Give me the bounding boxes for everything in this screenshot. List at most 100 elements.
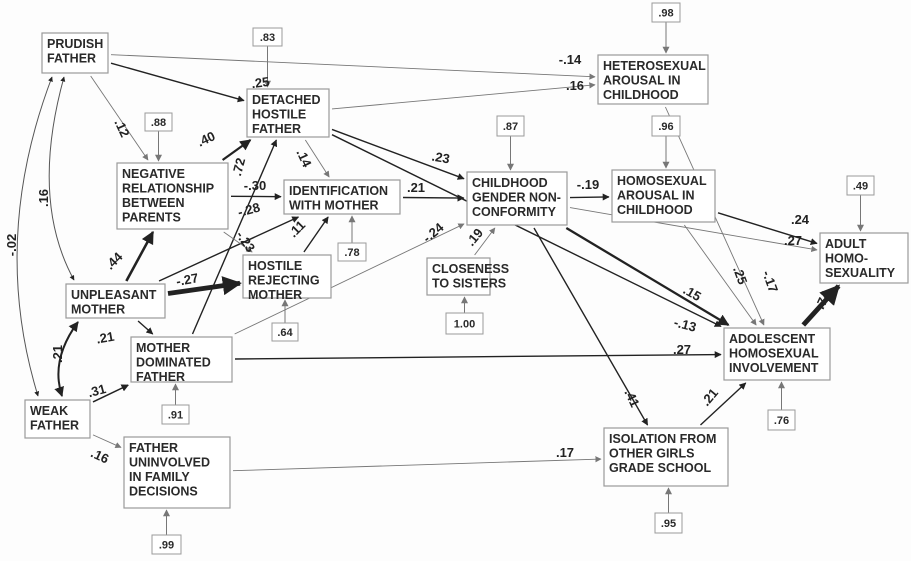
path-coefficient: .41: [621, 387, 642, 410]
path-arrow-detached-to-gnc: [331, 128, 465, 180]
correlation-coefficient: -.02: [4, 234, 19, 256]
node-label-line: CHILDHOOD: [617, 203, 693, 217]
path-arrow-prudish-to-negative: [90, 75, 149, 161]
path-coefficient: .12: [111, 117, 132, 140]
node-label-line: ISOLATION FROM: [609, 432, 716, 446]
error-value: .96: [658, 121, 673, 133]
node-label-line: REJECTING: [248, 274, 320, 288]
node-label-line: UNINVOLVED: [129, 456, 210, 470]
path-coefficient: .21: [95, 329, 115, 347]
node-label-line: DECISIONS: [129, 485, 198, 499]
node-label-line: CHILDHOOD: [603, 88, 679, 102]
node-label-line: IDENTIFICATION: [289, 184, 388, 198]
path-coefficient: -.27: [175, 270, 200, 289]
node-label-line: HOMOSEXUAL: [617, 174, 707, 188]
error-value: 1.00: [454, 319, 475, 331]
node-label-line: FATHER: [30, 419, 79, 433]
path-coefficient: .72: [229, 156, 248, 177]
path-arrow-dominated-to-adolescent: [234, 351, 722, 360]
path-arrow-unpleasant-to-hostile: [167, 276, 242, 296]
error-term-heteroarousal: .98: [651, 2, 681, 54]
path-coefficient: .24: [791, 212, 810, 227]
path-arrow-negative-to-hostile: [223, 231, 253, 253]
path-coefficient: -.19: [577, 177, 599, 192]
node-label-line: FATHER: [129, 441, 178, 455]
path-arrow-dominated-to-detached: [191, 139, 278, 335]
path-coefficient: .25: [250, 74, 270, 91]
error-term-sisters: 1.00: [445, 296, 484, 335]
node-label-line: DETACHED: [252, 93, 321, 107]
path-arrow-hostile-to-identification: [303, 216, 329, 253]
node-label-line: INVOLVEMENT: [729, 361, 819, 375]
path-arrow-prudish-to-heteroarousal: [110, 54, 596, 80]
node-label-line: WITH MOTHER: [289, 199, 379, 213]
node-label-line: FATHER: [47, 52, 96, 66]
path-coefficient: -.28: [236, 200, 262, 220]
path-coefficient: .16: [566, 78, 584, 93]
node-label-line: MOTHER: [136, 341, 190, 355]
path-coefficient: .27: [673, 342, 691, 357]
node-label-line: AROUSAL IN: [603, 74, 681, 88]
path-arrow-unpleasant-to-dominated: [137, 320, 154, 335]
error-term-hostile: .64: [271, 299, 299, 342]
error-value: .76: [774, 415, 789, 427]
node-label-line: AROUSAL IN: [617, 189, 695, 203]
path-arrow-detached-to-identification: [304, 139, 330, 178]
error-term-negative: .88: [144, 112, 173, 162]
correlation-coefficient: .21: [50, 345, 65, 363]
path-arrow-negative-to-detached: [221, 139, 252, 161]
path-coefficient: .15: [681, 282, 704, 304]
error-term-detached: .83: [252, 27, 283, 88]
node-label-line: FATHER: [136, 370, 185, 384]
path-arrow-weak-to-uninvolved: [92, 434, 122, 448]
error-value: .99: [159, 540, 174, 552]
node-label-line: NEGATIVE: [122, 167, 185, 181]
node-label-line: ADULT: [825, 237, 867, 251]
path-coefficient: .21: [407, 180, 425, 195]
path-coefficient: .21: [698, 385, 721, 408]
node-label-line: TO SISTERS: [432, 277, 506, 291]
path-coefficient: .14: [293, 147, 315, 170]
path-arrow-prudish-to-detached: [110, 62, 245, 103]
path-arrow-dominated-to-gnc: [234, 223, 465, 335]
path-arrow-uninvolved-to-isolation: [232, 456, 602, 472]
node-label-line: DOMINATED: [136, 356, 211, 370]
path-arrow-gnc-to-adolescent: [565, 227, 730, 326]
node-label-line: FATHER: [252, 122, 301, 136]
path-arrow-identification-to-gnc: [402, 194, 465, 202]
path-coefficient: .40: [195, 128, 218, 149]
error-value: .49: [853, 181, 868, 193]
error-term-homoarousal: .96: [651, 115, 681, 169]
node-label-line: IN FAMILY: [129, 470, 190, 484]
error-term-adult: .49: [846, 175, 875, 232]
path-arrow-homoarousal-to-adolescent: [683, 224, 757, 326]
node-label-line: SEXUALITY: [825, 266, 896, 280]
error-value: .91: [168, 410, 183, 422]
path-arrow-isolation-to-adolescent: [700, 382, 747, 426]
node-label-line: CLOSENESS: [432, 262, 509, 276]
path-arrow-gnc-to-adult: [569, 207, 818, 253]
correlation-arrow-unpleasant-weak: [54, 321, 79, 397]
path-coefficient: .23: [431, 149, 451, 167]
correlation-coefficient: .16: [36, 189, 51, 207]
path-coefficient: -.24: [420, 219, 447, 245]
node-label-line: PARENTS: [122, 211, 181, 225]
error-term-dominated: .91: [161, 383, 190, 425]
error-value: .64: [277, 327, 293, 339]
path-arrow-detached-to-adolescent: [331, 134, 722, 328]
path-coefficient: .17: [556, 445, 574, 460]
